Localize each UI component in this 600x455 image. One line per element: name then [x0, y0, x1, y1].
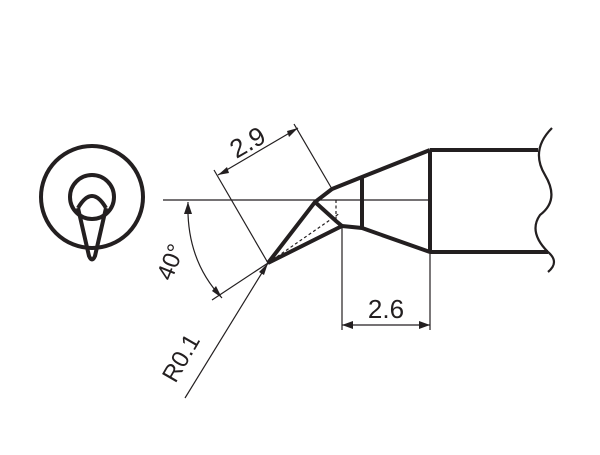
dimension-label-angle: 40°: [152, 240, 191, 284]
radius-leader-line: [184, 262, 269, 399]
end-view-outer-circle: [39, 144, 145, 250]
arrow-2-6-right: [419, 321, 430, 329]
tip-end-view: [39, 144, 145, 262]
arrow-2-6-left: [342, 321, 353, 329]
arrow-2-9-right: [287, 128, 298, 137]
dimension-angle: 40°: [152, 199, 430, 299]
dimension-label-2-9: 2.9: [224, 120, 270, 164]
dimension-2-6: 2.6: [341, 226, 431, 330]
dimension-label-radius: R0.1: [157, 330, 206, 387]
dimension-label-2-6: 2.6: [368, 294, 404, 324]
end-view-tip-top: [76, 194, 108, 210]
end-view-inner-circle: [68, 173, 116, 221]
shaft-break-line: [534, 127, 556, 273]
end-view-tip-profile: [76, 207, 108, 262]
shaft-taper-bottom: [341, 224, 431, 254]
tip-side-view: [266, 127, 556, 273]
arrow-2-9-left: [218, 167, 229, 175]
angle-arc: [187, 201, 223, 299]
ext-line-2-9-left: [213, 169, 269, 264]
ext-line-2-9-right: [293, 123, 333, 190]
shaft-body: [428, 148, 548, 254]
arrow-radius: [259, 263, 268, 275]
tip-hidden-line: [267, 212, 341, 264]
radius-leader-line-2: [211, 262, 269, 301]
bent-tip-outline: [266, 187, 343, 265]
bent-tip-facet: [313, 200, 344, 228]
arrow-angle-top: [184, 202, 192, 214]
dim-line-2-9: [217, 127, 299, 176]
shaft-taper-top: [331, 148, 431, 191]
